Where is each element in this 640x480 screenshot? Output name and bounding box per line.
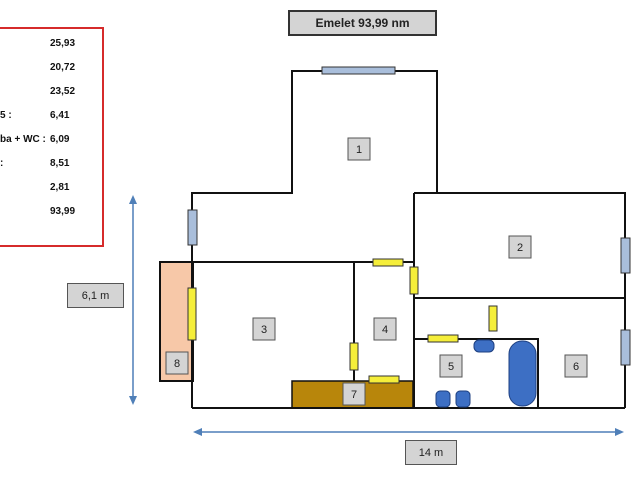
arrow-right-icon bbox=[615, 428, 624, 436]
legend-row: 20,72 bbox=[0, 62, 102, 80]
legend-value: 23,52 bbox=[50, 86, 76, 97]
door bbox=[372, 258, 404, 267]
room-label: 2 bbox=[517, 242, 523, 254]
height-dimension-label: 6,1 m bbox=[67, 283, 124, 308]
windows bbox=[187, 66, 631, 366]
arrow-left-icon bbox=[193, 428, 202, 436]
legend-row: 25,93 bbox=[0, 38, 102, 56]
room-label: 3 bbox=[261, 324, 267, 336]
legend-value: 6,41 bbox=[50, 110, 70, 121]
window bbox=[187, 209, 198, 246]
arrow-up-icon bbox=[129, 195, 137, 204]
room-label: 1 bbox=[356, 144, 362, 156]
legend-row: : 8,51 bbox=[0, 158, 102, 176]
room-label: 4 bbox=[382, 324, 388, 336]
room-labels: 1 2 3 4 5 6 7 8 bbox=[165, 137, 588, 406]
sink-icon bbox=[473, 339, 495, 353]
doors bbox=[187, 258, 498, 384]
area-legend: 25,93 20,72 23,52 5 : 6,41 ba + WC : 6,0… bbox=[0, 27, 104, 247]
legend-label: 5 : bbox=[0, 110, 12, 121]
door bbox=[488, 305, 498, 332]
arrow-down-icon bbox=[129, 396, 137, 405]
toilet-icon bbox=[435, 390, 451, 408]
room-label: 8 bbox=[174, 358, 180, 370]
door bbox=[187, 287, 197, 341]
legend-row: 93,99 bbox=[0, 206, 102, 224]
bidet-icon bbox=[455, 390, 471, 408]
bathtub-icon bbox=[508, 340, 537, 407]
legend-value: 6,09 bbox=[50, 134, 70, 145]
width-dimension-label: 14 m bbox=[405, 440, 457, 465]
window bbox=[620, 237, 631, 274]
room-label: 6 bbox=[573, 361, 579, 373]
room-label: 7 bbox=[351, 389, 357, 401]
dimension-arrows bbox=[129, 195, 624, 436]
legend-value: 8,51 bbox=[50, 158, 70, 169]
bathroom-fixtures bbox=[435, 339, 537, 408]
legend-row: 23,52 bbox=[0, 86, 102, 104]
legend-row: ba + WC : 6,09 bbox=[0, 134, 102, 152]
floor-title: Emelet 93,99 nm bbox=[288, 10, 437, 36]
legend-label: ba + WC : bbox=[0, 134, 46, 145]
door bbox=[409, 266, 419, 295]
window bbox=[321, 66, 396, 75]
door bbox=[427, 334, 459, 343]
room-label: 5 bbox=[448, 361, 454, 373]
legend-label: : bbox=[0, 158, 4, 169]
door bbox=[349, 342, 359, 371]
walls bbox=[191, 70, 626, 409]
legend-value: 2,81 bbox=[50, 182, 70, 193]
legend-row: 2,81 bbox=[0, 182, 102, 200]
legend-value: 25,93 bbox=[50, 38, 76, 49]
legend-value: 93,99 bbox=[50, 206, 76, 217]
window bbox=[620, 329, 631, 366]
legend-row: 5 : 6,41 bbox=[0, 110, 102, 128]
legend-value: 20,72 bbox=[50, 62, 76, 73]
door bbox=[368, 375, 400, 384]
